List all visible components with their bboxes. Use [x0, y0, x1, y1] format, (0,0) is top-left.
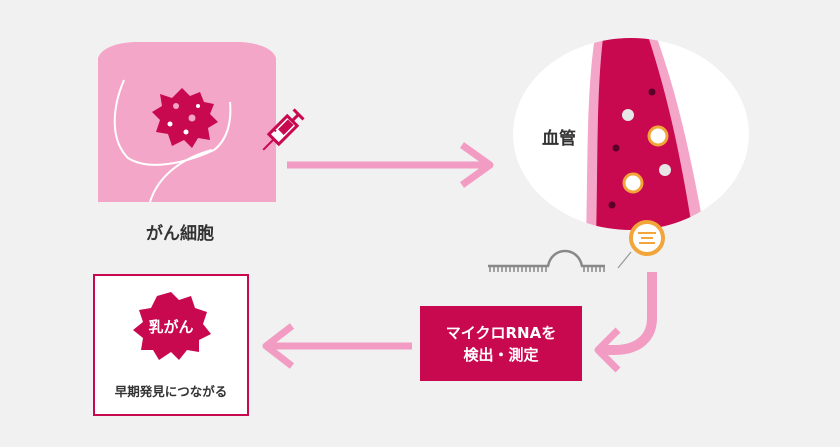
breast-cancer-label: 乳がん: [148, 318, 194, 336]
detection-label-line1: マイクロRNAを: [445, 323, 557, 342]
arrow-left: [262, 323, 412, 369]
exosome-icon: [617, 220, 665, 269]
breast-cancer-blob-icon: [133, 292, 211, 360]
blood-vessel-icon: [513, 38, 749, 230]
detection-box: マイクロRNAを 検出・測定: [420, 306, 582, 381]
cancer-cell-label: がん細胞: [146, 224, 214, 244]
blood-vessel-label: 血管: [542, 129, 576, 149]
early-detection-label: 早期発見につながる: [114, 384, 228, 399]
syringe-icon: [262, 108, 305, 151]
microrna-strand-icon: [488, 249, 605, 272]
arrow-right: [287, 142, 494, 188]
result-box: 乳がん 早期発見につながる: [93, 274, 249, 416]
cancer-cell-icon: [152, 88, 218, 148]
detection-label-line2: 検出・測定: [463, 345, 539, 364]
arrow-curved-down: [594, 272, 657, 373]
